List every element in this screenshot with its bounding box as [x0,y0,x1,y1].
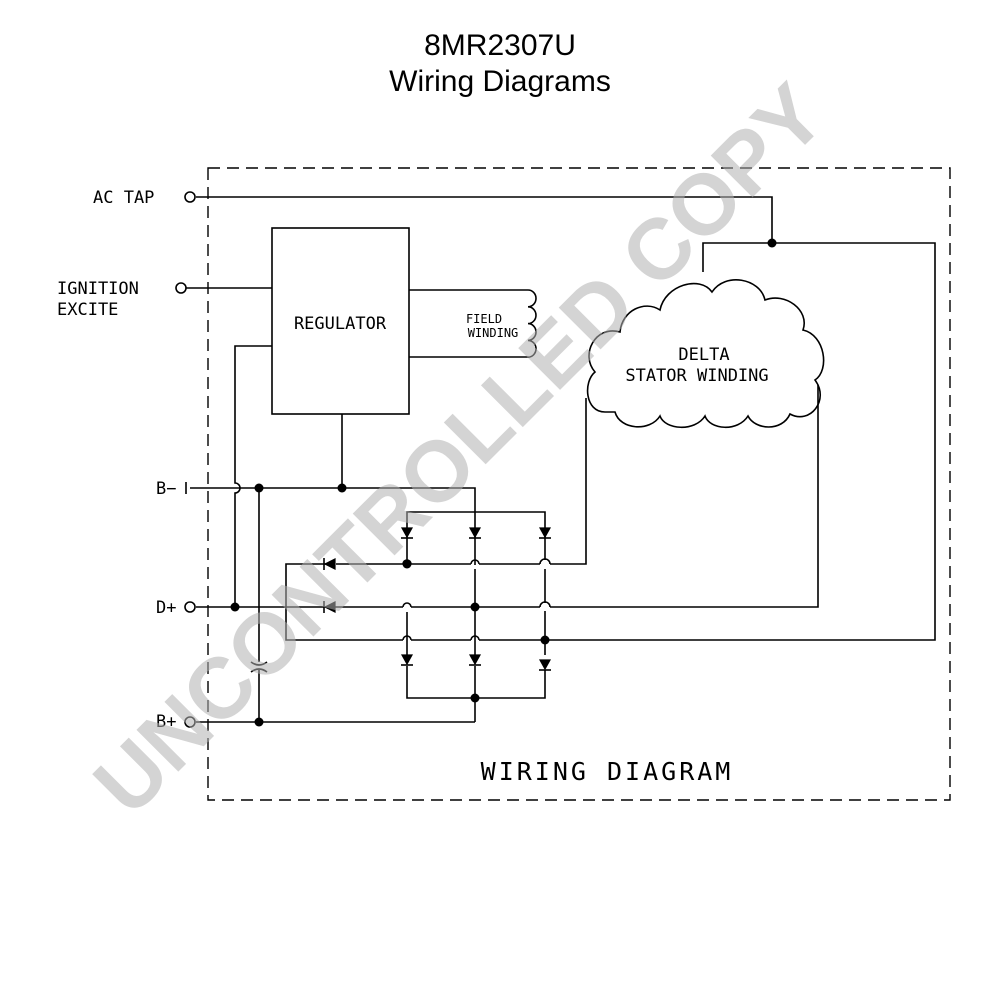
field-winding: FIELD WINDING [409,289,537,358]
diode-exciter-1 [323,558,336,570]
ignition-terminal [175,282,187,294]
diode-neg-2 [468,527,482,539]
ac-tap-terminal [184,191,196,203]
d-plus-terminal [184,601,196,613]
wires [185,196,936,723]
b-plus-label: B+ [156,712,176,732]
diagram-subtitle: Wiring Diagrams [389,65,611,98]
ac-tap-label: AC TAP [93,188,154,208]
d-plus-label: D+ [156,598,176,618]
diode-neg-1 [400,527,414,539]
field-winding-label-2: WINDING [468,326,519,340]
field-winding-label-1: FIELD [466,312,502,326]
alternator-enclosure [207,167,951,801]
excite-label: EXCITE [57,300,118,320]
rectifier-diodes [323,527,552,671]
junction-dots [230,238,777,727]
diode-pos-2 [468,654,482,666]
regulator-label: REGULATOR [294,314,387,334]
ignition-label: IGNITION [57,279,139,299]
b-minus-label: B− [156,479,176,499]
b-plus-terminal [184,716,196,728]
stator-label-2: STATOR WINDING [625,366,768,386]
diode-neg-3 [538,527,552,539]
page-title: 8MR2307U Wiring Diagrams [0,28,1000,100]
stator-label-1: DELTA [678,345,729,365]
diode-pos-3 [538,659,552,671]
regulator-box [271,227,410,415]
delta-stator-winding: DELTA STATOR WINDING [586,279,825,429]
model-number: 8MR2307U [424,29,576,62]
diagram-caption: WIRING DIAGRAM [481,757,734,786]
diode-pos-1 [400,654,414,666]
diode-exciter-2 [323,601,336,613]
